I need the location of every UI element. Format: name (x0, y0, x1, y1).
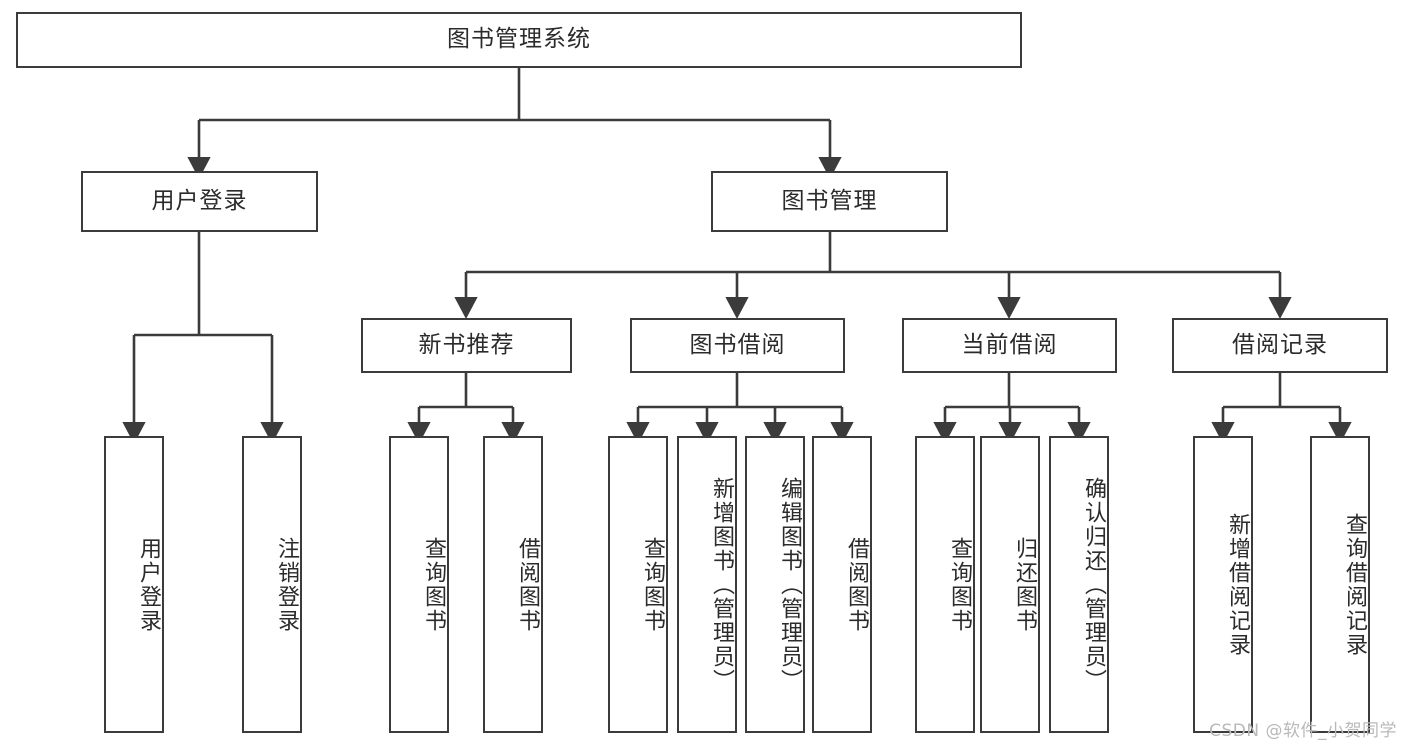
leaf-book-borrow-query-book[interactable]: 查询图书 (608, 436, 668, 733)
node-label: 注销登录 (274, 536, 299, 633)
node-label: 归还图书 (1012, 536, 1037, 633)
leaf-current-borrow-return-book[interactable]: 归还图书 (980, 436, 1040, 733)
leaf-borrow-record-add-record[interactable]: 新增借阅记录 (1193, 436, 1253, 733)
node-book-management[interactable]: 图书管理 (711, 171, 948, 232)
leaf-current-borrow-confirm-return-admin[interactable]: 确认归还（管理员） (1049, 436, 1109, 733)
leaf-user-login-login[interactable]: 用户登录 (104, 436, 164, 733)
leaf-book-borrow-borrow-book[interactable]: 借阅图书 (812, 436, 872, 733)
node-label: 查询借阅记录 (1342, 512, 1367, 657)
node-label: 新增借阅记录 (1225, 512, 1250, 657)
node-label: 查询图书 (947, 536, 972, 633)
leaf-book-borrow-edit-book-admin[interactable]: 编辑图书（管理员） (745, 436, 805, 733)
leaf-book-borrow-add-book-admin[interactable]: 新增图书（管理员） (677, 436, 737, 733)
leaf-user-login-logout[interactable]: 注销登录 (242, 436, 302, 733)
node-label: 图书借阅 (689, 331, 786, 358)
watermark: CSDN @软件_小贺同学 (1209, 721, 1397, 741)
leaf-new-book-query-book[interactable]: 查询图书 (389, 436, 449, 733)
node-label: 借阅图书 (844, 536, 869, 633)
node-label: 借阅图书 (515, 536, 540, 633)
node-label: 查询图书 (640, 536, 665, 633)
node-current-borrow[interactable]: 当前借阅 (902, 318, 1117, 373)
node-user-login[interactable]: 用户登录 (81, 171, 318, 232)
node-label: 用户登录 (151, 187, 248, 214)
node-root-book-management-system[interactable]: 图书管理系统 (16, 12, 1022, 68)
node-label: 借阅记录 (1232, 331, 1328, 358)
node-label: 图书管理 (781, 187, 878, 214)
node-label: 新增图书（管理员） (709, 476, 734, 693)
node-borrow-record[interactable]: 借阅记录 (1172, 318, 1388, 373)
node-label: 查询图书 (421, 536, 446, 633)
leaf-current-borrow-query-book[interactable]: 查询图书 (915, 436, 975, 733)
node-new-book-recommend[interactable]: 新书推荐 (361, 318, 572, 373)
node-label: 当前借阅 (961, 331, 1058, 358)
leaf-borrow-record-query-record[interactable]: 查询借阅记录 (1310, 436, 1370, 733)
leaf-new-book-borrow-book[interactable]: 借阅图书 (483, 436, 543, 733)
node-book-borrow[interactable]: 图书借阅 (630, 318, 845, 373)
node-label: 编辑图书（管理员） (777, 476, 802, 693)
node-label: 图书管理系统 (447, 26, 591, 53)
node-label: 确认归还（管理员） (1081, 476, 1106, 693)
node-label: 新书推荐 (418, 331, 515, 358)
node-label: 用户登录 (136, 536, 161, 633)
